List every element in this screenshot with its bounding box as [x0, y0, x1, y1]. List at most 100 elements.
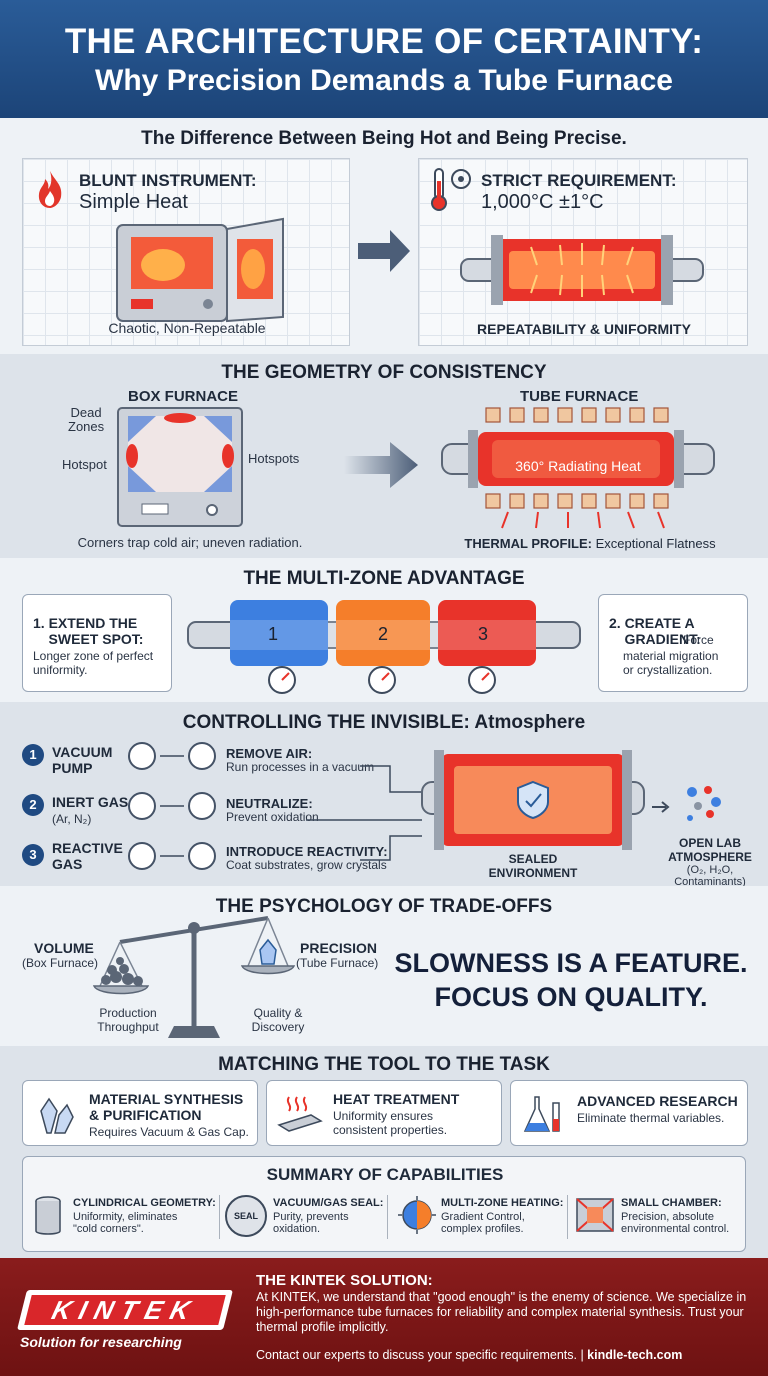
sealed-tube-illustration	[420, 746, 646, 861]
card3-body: Eliminate thermal variables.	[577, 1111, 725, 1125]
row2-sub: (Ar, N₂)	[52, 812, 92, 826]
left-heading: BLUNT INSTRUMENT:	[79, 171, 257, 190]
sweet-spot-heading: 1. EXTEND THE SWEET SPOT:	[33, 615, 144, 647]
row2-desc: Prevent oxidation	[226, 810, 319, 824]
dead-zones-label: Dead Zones	[68, 405, 105, 434]
zone-3-label: 3	[478, 624, 489, 644]
footer-site-link[interactable]: kindle-tech.com	[587, 1348, 683, 1362]
card3-heading: ADVANCED RESEARCH	[577, 1093, 738, 1109]
precision-label: PRECISION	[300, 940, 378, 956]
tube-furnace-label: TUBE FURNACE	[520, 388, 639, 405]
arrow-right-small-icon	[652, 800, 672, 818]
right-caption: REPEATABILITY & UNIFORMITY	[477, 321, 691, 337]
section4-title: CONTROLLING THE INVISIBLE: Atmosphere	[182, 712, 586, 733]
left-caption: Chaotic, Non-Repeatable	[108, 320, 266, 336]
right-panel: STRICT REQUIREMENT: 1,000°C ±1°C REPEATA…	[418, 158, 748, 346]
gauge-icon	[128, 742, 156, 770]
open-lab-sub: (O₂, H₂O, Contaminants)	[674, 864, 746, 886]
left-panel: BLUNT INSTRUMENT: Simple Heat Chaotic, N…	[22, 158, 350, 346]
tube-furnace-illustration	[438, 406, 718, 537]
row2-name: INERT GAS	[52, 794, 129, 810]
section3-title: THE MULTI-ZONE ADVANTAGE	[243, 568, 525, 589]
atom-icon	[188, 842, 216, 870]
reactive-cylinder-icon	[128, 842, 156, 870]
row3-desc: Coat substrates, grow crystals	[226, 858, 387, 872]
section-atmosphere: CONTROLLING THE INVISIBLE: Atmosphere 1 …	[0, 702, 768, 886]
lab-flask-icon	[521, 1091, 569, 1142]
sweet-spot-card: 1. EXTEND THE SWEET SPOT: Longer zone of…	[22, 594, 172, 692]
gradient-card: 2. CREATE A GRADIENT: Force material mig…	[598, 594, 748, 692]
row1-number: 1	[22, 744, 44, 766]
box-furnace-label: BOX FURNACE	[128, 388, 239, 405]
summary1-heading: CYLINDRICAL GEOMETRY:	[73, 1197, 216, 1209]
right-heading: STRICT REQUIREMENT:	[481, 171, 677, 190]
section-geometry: THE GEOMETRY OF CONSISTENCY BOX FURNACE …	[0, 354, 768, 558]
logo-badge: KINTEK	[17, 1290, 233, 1330]
card2-heading: HEAT TREATMENT	[333, 1091, 460, 1107]
gradient-body-inline: Force	[683, 633, 714, 647]
section1-title: The Difference Between Being Hot and Bei…	[141, 128, 627, 149]
sealed-environment-label: SEALED ENVIRONMENT	[488, 852, 578, 880]
small-chamber-icon	[575, 1197, 615, 1238]
arrow-right-icon	[356, 226, 412, 281]
droplet-icon	[188, 792, 216, 820]
summary3-body: Gradient Control, complex profiles.	[441, 1211, 525, 1235]
multi-zone-tube-illustration	[186, 594, 582, 701]
page-subtitle: Why Precision Demands a Tube Furnace	[95, 64, 673, 97]
summary-title: SUMMARY OF CAPABILITIES	[266, 1165, 504, 1184]
card-heat-treatment: HEAT TREATMENT Uniformity ensures consis…	[266, 1080, 502, 1146]
summary1-body: Uniformity, eliminates "cold corners".	[73, 1211, 178, 1235]
summary3-heading: MULTI-ZONE HEATING:	[441, 1197, 564, 1209]
footer-heading: THE KINTEK SOLUTION:	[256, 1272, 433, 1289]
row3-name: REACTIVE GAS	[52, 840, 123, 872]
summary4-heading: SMALL CHAMBER:	[621, 1197, 722, 1209]
footer-contact: Contact our experts to discuss your spec…	[256, 1348, 682, 1362]
left-subheading: Simple Heat	[79, 191, 188, 213]
flame-icon	[33, 169, 67, 214]
footer-body: At KINTEK, we understand that "good enou…	[256, 1290, 747, 1334]
right-subheading: 1,000°C ±1°C	[481, 191, 604, 213]
slogan-line1: SLOWNESS IS A FEATURE.	[394, 948, 748, 978]
thermal-profile-rest: Exceptional Flatness	[592, 536, 716, 551]
flow-connectors	[160, 752, 430, 867]
row1-desc: Run processes in a vacuum	[226, 760, 375, 774]
multi-zone-icon	[397, 1195, 437, 1240]
sweet-spot-body: Longer zone of perfect uniformity.	[33, 649, 154, 677]
section-matching: MATCHING THE TOOL TO THE TASK MATERIAL S…	[0, 1046, 768, 1258]
footer: KINTEK Solution for researching THE KINT…	[0, 1258, 768, 1376]
summary4-body: Precision, absolute environmental contro…	[621, 1211, 730, 1235]
remove-air-icon	[188, 742, 216, 770]
section-tradeoffs: THE PSYCHOLOGY OF TRADE-OFFS VOLUME (Box…	[0, 886, 768, 1046]
thermometer-target-icon	[427, 165, 477, 220]
row2-number: 2	[22, 794, 44, 816]
row1-action: REMOVE AIR:	[226, 746, 313, 761]
tube-center-label: 360° Radiating Heat	[515, 458, 641, 474]
gradient-body: material migration or crystallization.	[623, 649, 719, 677]
card1-heading: MATERIAL SYNTHESIS & PURIFICATION	[89, 1091, 244, 1123]
precision-sub: (Tube Furnace)	[296, 956, 379, 970]
gradient-heading: 2. CREATE A GRADIENT:	[609, 615, 701, 647]
section2-title: THE GEOMETRY OF CONSISTENCY	[221, 362, 547, 383]
cylinder-icon	[33, 1195, 63, 1242]
seal-icon: SEAL	[225, 1195, 267, 1237]
section6-title: MATCHING THE TOOL TO THE TASK	[218, 1054, 550, 1075]
arrow-right-icon	[342, 438, 420, 497]
row3-action: INTRODUCE REACTIVITY:	[226, 844, 388, 859]
balance-scale-illustration	[90, 914, 310, 1045]
volume-sub: (Box Furnace)	[22, 956, 99, 970]
logo-tagline: Solution for researching	[20, 1334, 182, 1350]
row1-name: VACUUM PUMP	[52, 744, 113, 776]
section-hot-vs-precise: The Difference Between Being Hot and Bei…	[0, 118, 768, 354]
row3-number: 3	[22, 844, 44, 866]
box-caption: Corners trap cold air; uneven radiation.	[77, 535, 303, 550]
molecules-icon	[682, 782, 726, 831]
kintek-logo: KINTEK	[24, 1295, 226, 1325]
card-material-synthesis: MATERIAL SYNTHESIS & PURIFICATION Requir…	[22, 1080, 258, 1146]
zone-2-label: 2	[378, 624, 389, 644]
gas-cylinder-icon	[128, 792, 156, 820]
box-furnace-illustration	[116, 406, 244, 533]
box-oven-illustration	[113, 217, 303, 332]
row2-action: NEUTRALIZE:	[226, 796, 313, 811]
card-advanced-research: ADVANCED RESEARCH Eliminate thermal vari…	[510, 1080, 748, 1146]
card1-body: Requires Vacuum & Gas Cap.	[89, 1125, 249, 1139]
